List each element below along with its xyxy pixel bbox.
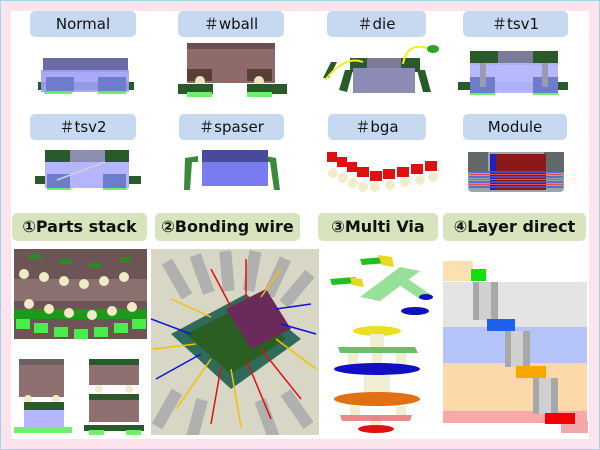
tag-tsv2: ＃tsv2 (30, 114, 136, 140)
module-chip-icon (466, 150, 566, 195)
tsv2-chip-icon (35, 148, 145, 198)
layer-direct-image (441, 249, 588, 435)
section-multi-via: ③Multi Via (318, 213, 438, 241)
section-bonding-wire: ②Bonding wire (155, 213, 300, 241)
tag-spaser: ＃spaser (179, 114, 284, 140)
section-layer-direct: ④Layer direct (443, 213, 586, 241)
parts-stack-image (14, 249, 147, 437)
tag-wball: ＃wball (178, 11, 284, 37)
tag-bga: ＃bga (328, 114, 426, 140)
spacer-chip-icon (180, 148, 285, 198)
tag-normal: Normal (30, 11, 136, 37)
die-chip-icon (315, 40, 440, 100)
bga-chip-icon (325, 147, 440, 197)
tag-die: ＃die (327, 11, 426, 37)
tag-module: Module (463, 114, 567, 140)
bonding-wire-image (151, 249, 319, 435)
normal-chip-icon (36, 50, 136, 100)
tsv1-chip-icon (458, 45, 573, 100)
multi-via-image (320, 249, 435, 435)
section-parts-stack: ①Parts stack (12, 213, 147, 241)
wireball-chip-icon (175, 40, 290, 100)
tag-tsv1: ＃tsv1 (463, 11, 568, 37)
